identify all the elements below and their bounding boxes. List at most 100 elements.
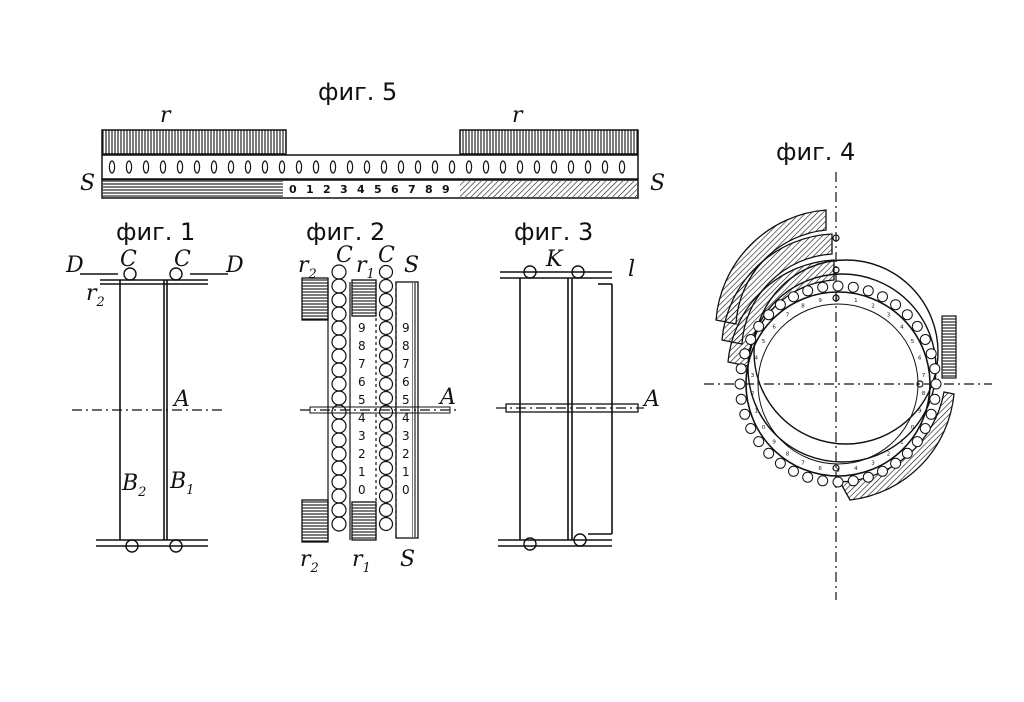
fig2-ball: [378, 320, 394, 336]
fig4-scallop: [788, 465, 799, 477]
fig5-hole: [516, 160, 524, 174]
fig4-dial-digit: 8: [786, 452, 790, 458]
fig3-frame: [498, 271, 613, 547]
fig2-digit: 1: [402, 465, 410, 479]
fig5-hole: [346, 160, 354, 174]
fig2-label-s-bottom: S: [400, 547, 415, 572]
fig2-digit: 9: [402, 321, 410, 335]
fig5-hole: [159, 160, 167, 174]
fig2-ball: [378, 432, 394, 448]
fig4-disc-back: [753, 259, 939, 445]
fig2-digit: 0: [402, 483, 410, 497]
fig2-digit: 4: [358, 411, 366, 425]
fig4-scallop: [774, 299, 786, 311]
fig4-dial-digit: 4: [900, 325, 904, 331]
fig5-hole: [584, 160, 592, 174]
fig2-ball: [331, 488, 347, 504]
fig2-ball: [331, 278, 347, 294]
fig4-scallop: [817, 475, 829, 487]
fig1-label-r2: r2: [86, 281, 105, 310]
fig2-digit: 3: [358, 429, 366, 443]
fig5-hole: [414, 160, 422, 174]
fig5-hole: [329, 160, 337, 174]
fig1-label-c-left: C: [120, 247, 137, 272]
fig3-balls: [523, 265, 587, 551]
fig4-dial-digit: 7: [801, 461, 805, 467]
fig2-ball-column-left: [331, 264, 347, 532]
fig4-dial-digit: 9: [818, 298, 822, 304]
fig5-hole: [533, 160, 541, 174]
fig4-scallop: [877, 465, 888, 477]
fig4-dial-digit: 2: [887, 452, 891, 458]
fig5-digit: 2: [323, 183, 331, 196]
fig2-ball: [378, 390, 394, 406]
fig2-ball: [331, 334, 347, 350]
fig4-dial-digit: 1: [754, 409, 758, 415]
fig5-digit: 4: [357, 183, 365, 196]
fig4-scallop-edge: [734, 280, 942, 488]
fig5-hole: [244, 160, 252, 174]
fig2-digit: 8: [402, 339, 410, 353]
fig1-label-d-right: D: [225, 253, 244, 278]
fig2-ball: [331, 474, 347, 490]
fig2-digit: 0: [358, 483, 366, 497]
fig2-ball: [378, 460, 394, 476]
fig2-ball: [378, 376, 394, 392]
fig3-label-l: l: [628, 257, 635, 282]
fig2-ball: [378, 446, 394, 462]
fig2-ball: [378, 474, 394, 490]
fig5-digit: 7: [408, 183, 416, 196]
fig4-scallop: [925, 348, 937, 360]
fig2-ball: [331, 502, 347, 518]
fig4-dial-digit: 1: [900, 440, 904, 446]
fig5-digit: 1: [306, 183, 314, 196]
fig5-hole: [278, 160, 286, 174]
fig3-label-k: K: [545, 247, 564, 272]
fig4-scallop: [862, 285, 874, 297]
fig5-hole: [210, 160, 218, 174]
fig2-label-s-top: S: [404, 253, 419, 278]
fig4-scallop: [802, 471, 814, 483]
fig5-title: фиг. 5: [318, 78, 397, 106]
fig2-ball: [378, 348, 394, 364]
fig2-label-r2-top: r2: [298, 253, 317, 282]
fig5-hole: [567, 160, 575, 174]
fig3-label-a: A: [642, 387, 660, 412]
fig4-scallop: [901, 447, 913, 459]
fig5-hole: [448, 160, 456, 174]
fig4-scallop: [745, 423, 757, 434]
fig5-hole: [550, 160, 558, 174]
fig4-scallop: [901, 309, 913, 321]
fig4-dial-digit: 4: [854, 466, 858, 472]
fig5-r-bar-right: [459, 129, 639, 155]
fig5-label-r-left: r: [160, 103, 172, 128]
fig5-label-s-right: S: [650, 171, 665, 196]
fig2-label-c-right: C: [378, 243, 395, 268]
fig5-hole: [227, 160, 235, 174]
fig2-digit: 5: [358, 393, 366, 407]
fig4-dial-digit: 9: [918, 409, 922, 415]
fig4-dial-digit: 8: [801, 303, 805, 309]
fig4-scallop: [739, 408, 751, 420]
fig4-dial-digit: 3: [751, 373, 755, 379]
fig5-hole: [176, 160, 184, 174]
fig4-scallop: [877, 291, 888, 303]
fig3-title: фиг. 3: [514, 218, 593, 246]
fig4-scallop: [734, 378, 746, 390]
fig5-digit: 8: [425, 183, 433, 196]
fig4-dial-digit: 0: [911, 425, 915, 431]
fig5-hole: [618, 160, 626, 174]
fig4-scallop: [925, 408, 937, 420]
fig4-scallop: [788, 291, 799, 303]
fig2-ball: [378, 502, 394, 518]
fig1-label-b1: B1: [169, 469, 194, 498]
fig4-scallop: [763, 447, 775, 459]
fig4-disc-front: [745, 291, 931, 477]
fig5-hole: [397, 160, 405, 174]
fig4-dial-digit: 7: [786, 312, 790, 318]
fig4-scallop: [890, 299, 902, 311]
